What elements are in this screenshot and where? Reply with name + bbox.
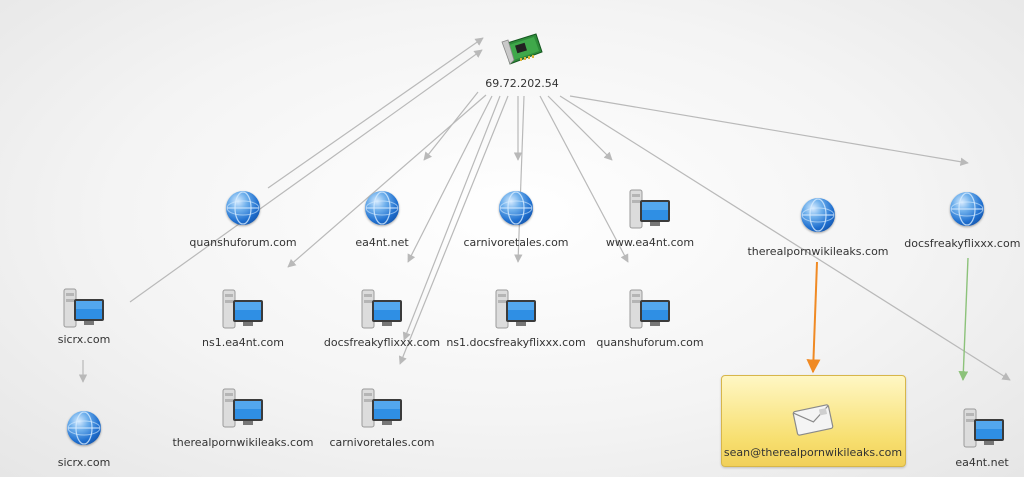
globe-icon [801,198,835,232]
node-therealpornwikileaks-server[interactable]: therealpornwikileaks.com [172,387,314,449]
node-label: therealpornwikileaks.com [172,436,314,449]
server-icon [360,288,404,330]
node-label: sicrx.com [57,456,111,469]
edge-ip-to-therealporn-server [402,95,501,341]
node-label: ns1.docsfreakyflixxx.com [446,336,586,349]
edge-sicrx-to-ip [129,49,483,303]
edge-ip-to-ea4nt-net-server [559,95,1011,381]
node-ip-69-72-202-54[interactable]: 69.72.202.54 [485,30,559,92]
node-ea4nt-net-domain[interactable]: ea4nt.net [355,191,409,251]
server-icon [494,288,538,330]
server-icon [62,287,106,329]
node-label: docsfreakyflixxx.com [904,237,1021,250]
network-card-icon [498,30,546,70]
node-docsfreakyflixxx-domain[interactable]: docsfreakyflixxx.com [904,192,1020,252]
node-label: therealpornwikileaks.com [747,245,889,258]
node-docsfreakyflixxx-server[interactable]: docsfreakyflixxx.com [324,288,440,350]
node-sicrx-com-server[interactable]: sicrx.com [58,287,110,349]
edge-ip-to-ns1-docsfreakyflixxx [514,95,525,263]
node-carnivoretales-server[interactable]: carnivoretales.com [329,387,435,449]
server-icon [628,288,672,330]
server-icon [221,387,265,429]
globe-icon [499,191,533,225]
node-label: carnivoretales.com [329,436,435,449]
node-carnivoretales-domain[interactable]: carnivoretales.com [463,191,569,251]
edge-ip-to-ns1-ea4nt [287,94,487,268]
globe-icon [365,191,399,225]
edge-ip-to-carnivoretales-server [398,95,509,365]
edge-therealporn-to-email [806,261,821,374]
node-quanshuforum-domain[interactable]: quanshuforum.com [189,191,297,251]
edge-ip-to-docsfreakyflixxx-server [407,95,493,263]
node-label: quanshuforum.com [189,236,297,249]
node-ea4nt-net-server[interactable]: ea4nt.net [955,407,1009,469]
globe-icon [67,411,101,445]
server-icon [360,387,404,429]
server-icon [628,188,672,230]
node-label: sean@therealpornwikileaks.com [723,446,903,459]
email-icon [791,402,835,442]
node-label: sicrx.com [57,333,111,346]
node-label: carnivoretales.com [463,236,569,249]
node-label: www.ea4nt.com [605,236,695,249]
node-email-sean[interactable]: sean@therealpornwikileaks.com [724,402,902,459]
node-label: ea4nt.net [955,456,1009,469]
node-label: docsfreakyflixxx.com [323,336,441,349]
globe-icon [950,192,984,226]
node-label: quanshuforum.com [596,336,704,349]
edge-ip-to-docsfreakyflixxx [569,95,969,166]
node-www-ea4nt-com-server[interactable]: www.ea4nt.com [606,188,694,250]
node-label: ns1.ea4nt.com [202,336,284,349]
node-label: ea4nt.net [355,236,409,249]
server-icon [962,407,1006,449]
node-ns1-docsfreakyflixxx-server[interactable]: ns1.docsfreakyflixxx.com [446,288,586,350]
edge-ip-to-quanshuforum-server [539,95,629,263]
edge-quanshuforum-to-ip [267,37,484,189]
edge-docsfreakyflixxx-to-ea4nt-net-server [958,257,969,381]
edge-ip-to-www-ea4nt [547,95,613,161]
node-label: 69.72.202.54 [485,77,559,90]
node-ns1-ea4nt-com-server[interactable]: ns1.ea4nt.com [202,288,284,350]
globe-icon [226,191,260,225]
server-icon [221,288,265,330]
node-quanshuforum-server[interactable]: quanshuforum.com [596,288,704,350]
node-sicrx-com-domain[interactable]: sicrx.com [58,411,110,471]
node-therealpornwikileaks-domain[interactable]: therealpornwikileaks.com [747,198,889,258]
